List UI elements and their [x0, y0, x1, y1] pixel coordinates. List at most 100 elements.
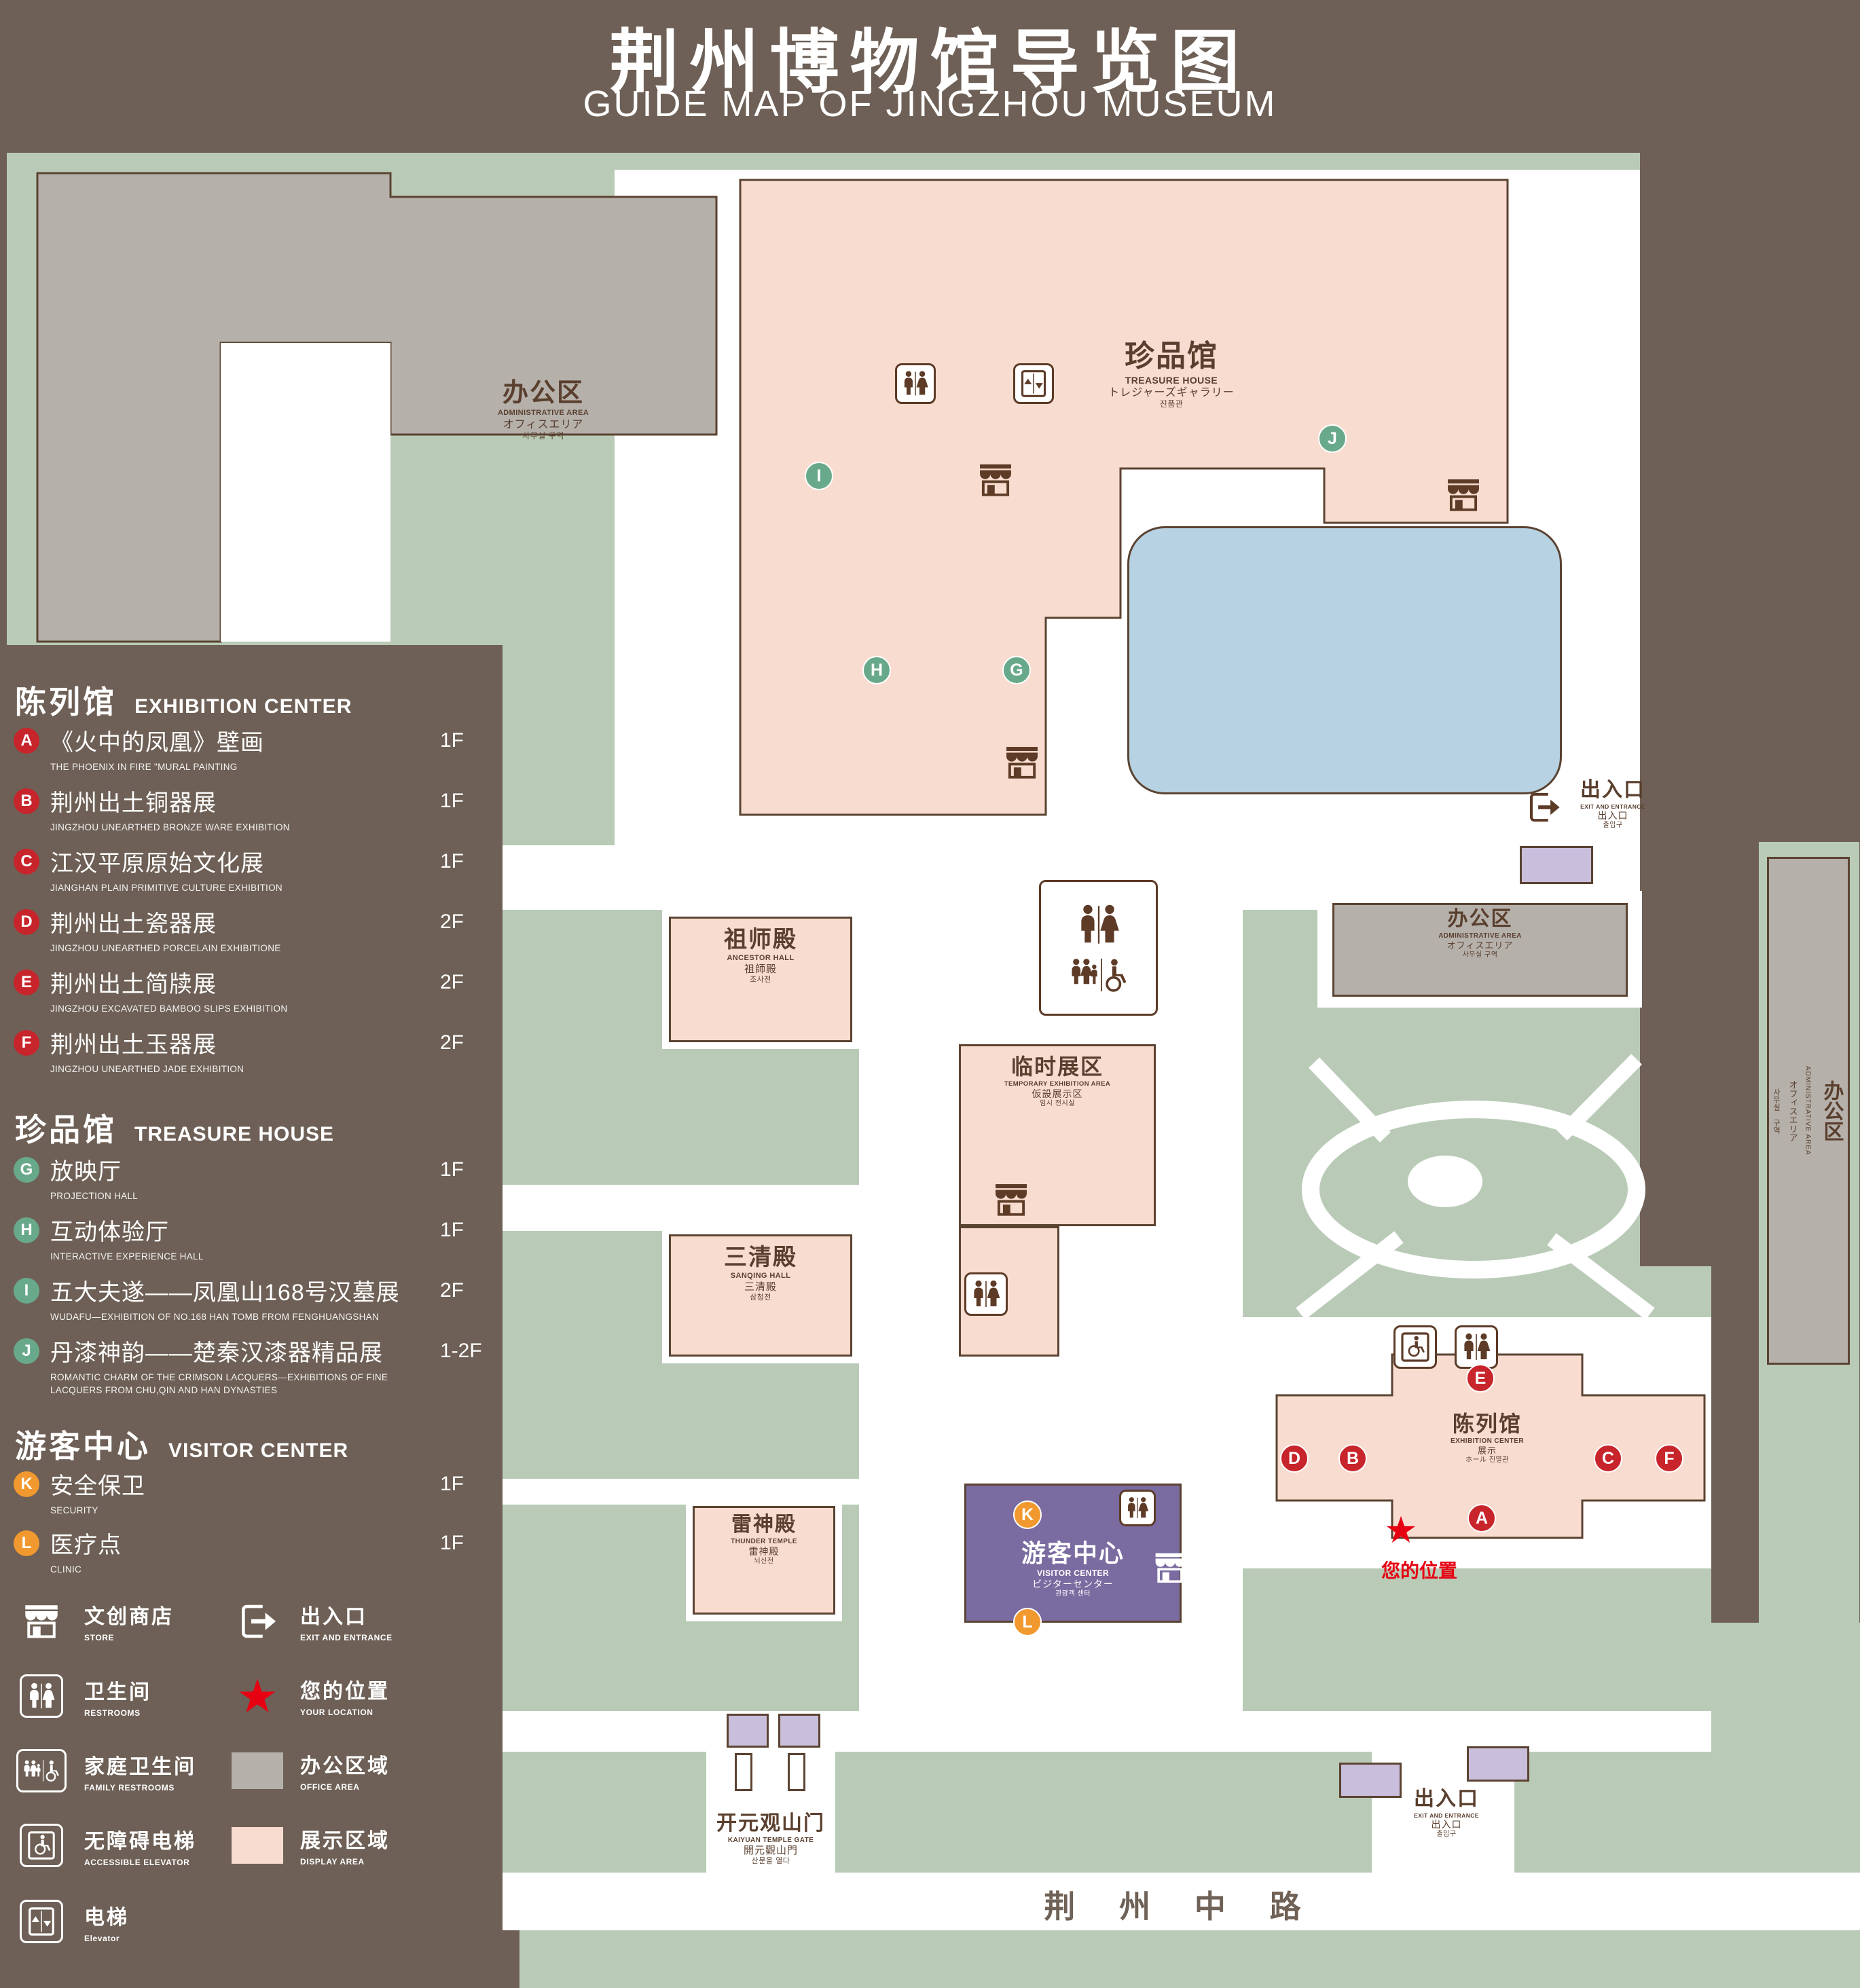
gate-label: 开元观山门 KAIYUAN TEMPLE GATE 開元觀山門 산문을 열다	[716, 1812, 825, 1866]
garden-paths	[1296, 1054, 1655, 1320]
letter-badge: A	[14, 727, 39, 754]
marker-l: L	[1013, 1608, 1042, 1636]
letter-badge: J	[14, 1338, 39, 1364]
entrance-pad-north	[1520, 846, 1593, 884]
path-south-esplanade	[503, 1711, 1711, 1752]
display-area-swatch	[232, 1826, 283, 1864]
gate-pad-2	[778, 1714, 820, 1748]
admin-building-right	[1332, 903, 1628, 997]
letter-badge: L	[14, 1530, 39, 1556]
marker-b: B	[1338, 1444, 1367, 1473]
marker-c: C	[1594, 1444, 1622, 1473]
letter-badge: E	[14, 969, 39, 995]
store-icon	[1444, 475, 1483, 515]
marker-h: H	[862, 656, 891, 684]
pond	[1127, 526, 1562, 794]
admin-building-top-left	[36, 172, 718, 643]
gate-post-2	[788, 1753, 805, 1791]
lawn-below-road	[519, 1930, 1860, 1988]
accessible-elevator-icon	[20, 1824, 63, 1867]
exit-icon	[1525, 789, 1562, 826]
temporary-exhibition-building	[959, 1044, 1156, 1226]
exhibition-center-label: 陈列馆 EXHIBITION CENTER 展示 ホール 진열관	[1451, 1412, 1524, 1465]
letter-badge: I	[14, 1277, 39, 1304]
path-hall-gap-1	[503, 1185, 859, 1231]
entrance-pad-south-1	[1339, 1763, 1402, 1798]
gate-pad-1	[727, 1714, 769, 1748]
entrance-pad-south-2	[1467, 1746, 1529, 1782]
admin-side-label: 사무실 구역 オフィスエリア ADMINISTRATIVE AREA 办公区	[1771, 1066, 1846, 1156]
store-icon	[1152, 1549, 1188, 1586]
admin-side-ja: オフィスエリア	[1787, 1080, 1798, 1142]
lawn-bottom-right	[1711, 1623, 1860, 1874]
marker-j: J	[1318, 424, 1347, 453]
sanqing-hall-label: 三清殿 SANQING HALL 三清殿 삼청전	[724, 1245, 797, 1302]
admin-right-label: 办公区 ADMINISTRATIVE AREA オフィスエリア 사무실 구역	[1438, 908, 1522, 959]
restroom-icon	[1119, 1490, 1156, 1526]
page-subtitle: GUIDE MAP OF JINGZHOU MUSEUM	[583, 84, 1277, 124]
restroom-family-station	[1039, 880, 1158, 1016]
exit-north-label: 出入口 EXIT AND ENTRANCE 出入口 출입구	[1580, 779, 1645, 830]
marker-k: K	[1013, 1501, 1042, 1529]
elevator-icon	[1013, 363, 1054, 404]
legend-section-treasure: 珍品馆 TREASURE HOUSE	[15, 1112, 335, 1147]
letter-badge: G	[14, 1156, 39, 1183]
page-title: 荆州博物馆导览图	[609, 24, 1251, 101]
location-star-icon	[228, 1676, 287, 1716]
store-icon	[1002, 743, 1042, 782]
admin-courtyard	[221, 343, 390, 642]
ancestor-hall-label: 祖师殿 ANCESTOR HALL 祖師殿 조사전	[724, 927, 797, 984]
visitor-center-label: 游客中心 VISITOR CENTER ビジターセンター 관광객 센터	[1021, 1539, 1125, 1598]
marker-e: E	[1466, 1364, 1495, 1393]
admin-top-label: 办公区 ADMINISTRATIVE AREA オフィスエリア 사무실 구역	[497, 379, 589, 441]
marker-i: I	[805, 462, 833, 490]
admin-building-side: 사무실 구역 オフィスエリア ADMINISTRATIVE AREA 办公区	[1767, 857, 1850, 1365]
thunder-temple-label: 雷神殿 THUNDER TEMPLE 雷神殿 뇌신전	[731, 1513, 797, 1565]
thunder-temple-building	[693, 1506, 835, 1615]
path-vertical-west	[859, 845, 961, 1711]
letter-badge: B	[14, 788, 39, 814]
exit-south-label: 出入口 EXIT AND ENTRANCE 出入口 출입구	[1414, 1788, 1479, 1839]
road-label: 荆 州 中 路	[1044, 1889, 1319, 1924]
letter-badge: F	[14, 1029, 39, 1056]
store-icon	[12, 1601, 71, 1642]
restroom-icon	[20, 1674, 63, 1718]
road-band	[503, 1873, 1860, 1930]
gate-post-1	[735, 1753, 752, 1791]
admin-side-en: ADMINISTRATIVE AREA	[1804, 1066, 1812, 1156]
elevator-icon	[20, 1900, 63, 1943]
marker-g: G	[1002, 656, 1031, 684]
letter-badge: H	[14, 1217, 39, 1243]
path-hall-gap-2	[503, 1479, 859, 1505]
admin-side-ko: 사무실 구역	[1772, 1088, 1781, 1134]
restroom-icon	[895, 363, 936, 404]
gate-opening	[706, 1752, 835, 1874]
legend-section-visitor: 游客中心 VISITOR CENTER	[15, 1429, 349, 1464]
sanqing-hall-building	[669, 1234, 852, 1357]
accessible-elevator-icon	[1393, 1325, 1437, 1369]
store-icon	[976, 460, 1015, 500]
your-location-star	[1385, 1514, 1417, 1545]
treasure-house-building	[739, 179, 1509, 816]
restroom-icon	[1455, 1325, 1498, 1369]
